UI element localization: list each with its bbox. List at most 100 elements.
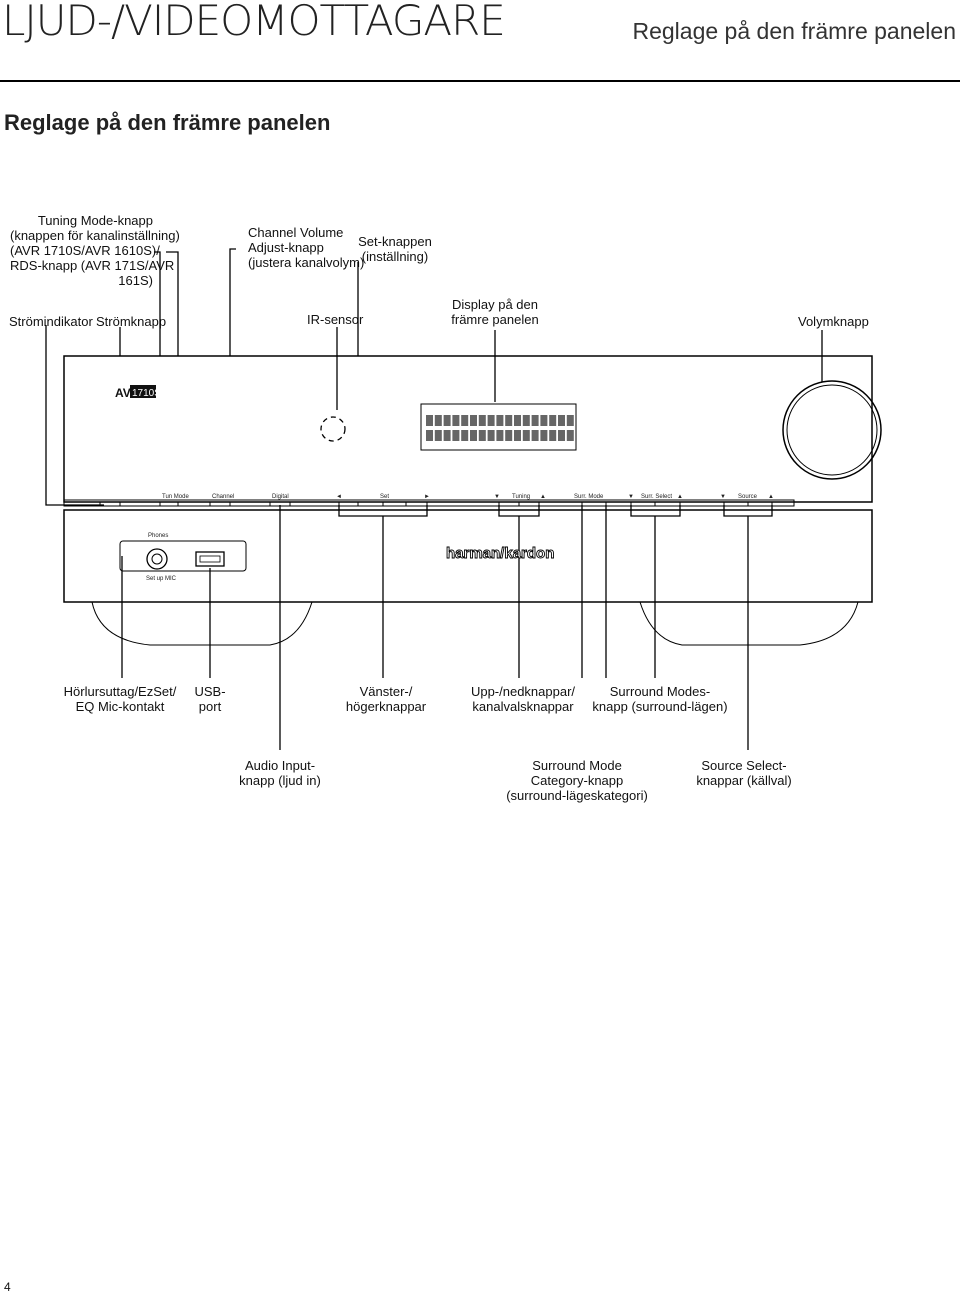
- btn-label: Tuning: [512, 494, 530, 500]
- label-usb: USB- port: [185, 684, 235, 714]
- btn-label: ▼: [720, 494, 726, 500]
- label-audio-input: Audio Input- knapp (ljud in): [225, 758, 335, 788]
- volume-knob-inner: [786, 384, 878, 476]
- leader-lines: [45, 248, 823, 750]
- label-line: Display på den: [452, 297, 538, 312]
- label-power-indicator: Strömindikator: [9, 314, 93, 329]
- label-source-select: Source Select- knappar (källval): [684, 758, 804, 788]
- label-line: (knappen för kanalinställning): [10, 228, 180, 243]
- label-line: Tuning Mode-knapp: [37, 213, 153, 228]
- label-line: Vänster-/: [359, 684, 413, 699]
- label-display: Display på den främre panelen: [445, 297, 545, 327]
- label-headphone: Hörlursuttag/EzSet/ EQ Mic-kontakt: [60, 684, 180, 714]
- btn-label: Digital: [272, 494, 289, 500]
- label-line: (justera kanalvolym): [248, 255, 365, 270]
- label-line: Source Select-: [701, 758, 787, 773]
- display-segment: [522, 430, 530, 441]
- label-ir-sensor: IR-sensor: [307, 312, 364, 327]
- display-segments: [426, 415, 574, 441]
- display-segment: [443, 415, 451, 426]
- display-segment: [434, 430, 442, 441]
- ir-sensor-icon: [320, 416, 346, 442]
- display-segment: [487, 415, 495, 426]
- label-line: Category-knapp: [530, 773, 624, 788]
- display-segment: [549, 430, 557, 441]
- display-segment: [549, 415, 557, 426]
- display-segment: [461, 415, 469, 426]
- label-surround-modes: Surround Modes- knapp (surround-lägen): [590, 684, 730, 714]
- label-line: (inställning): [361, 249, 429, 264]
- label-line: Set-knappen: [358, 234, 432, 249]
- label-line: USB-: [194, 684, 226, 699]
- button-strip: [63, 499, 795, 507]
- display-segment: [531, 415, 539, 426]
- leader-tuning-mode: [154, 251, 161, 356]
- display-segment: [566, 415, 574, 426]
- display-segment: [566, 430, 574, 441]
- display-segment: [470, 415, 477, 426]
- btn-label: Channel: [212, 494, 234, 500]
- label-left-right: Vänster-/ högerknappar: [338, 684, 434, 714]
- display-segment: [478, 430, 486, 441]
- btn-label: ▲: [677, 494, 683, 500]
- display-segment: [478, 415, 486, 426]
- btn-label: ◄: [336, 494, 342, 500]
- model-badge: [130, 385, 156, 398]
- header-rule: [0, 80, 960, 82]
- left-foot: [91, 601, 313, 646]
- right-foot: [639, 601, 859, 646]
- label-line: (surround-lägeskategori): [506, 788, 648, 803]
- display-segment: [496, 430, 504, 441]
- usb-port-icon: [195, 551, 225, 567]
- label-line: (AVR 1710S/AVR 1610S)/: [10, 243, 160, 258]
- display-segment: [470, 430, 477, 441]
- phones-frame: [119, 540, 247, 572]
- header-subtitle: Reglage på den främre panelen: [632, 18, 956, 44]
- label-line: Adjust-knapp: [248, 240, 324, 255]
- display-segment: [452, 430, 460, 441]
- label-line: 161S): [118, 273, 153, 288]
- display-segment: [531, 430, 539, 441]
- headphone-jack-icon: [146, 548, 168, 570]
- display-segment: [496, 415, 504, 426]
- label-line: Surround Mode: [532, 758, 622, 773]
- label-line: EQ Mic-kontakt: [75, 699, 165, 714]
- setup-mic-label: Set up MIC: [146, 576, 177, 582]
- headphone-jack-inner: [151, 553, 163, 565]
- display-segment: [461, 430, 469, 441]
- label-line: kanalvalsknappar: [472, 699, 574, 714]
- btn-label: Tun Mode: [162, 494, 189, 500]
- leader-tuning-mode-arrow: [166, 251, 179, 356]
- btn-label: Surr. Select: [641, 494, 672, 500]
- usb-port-inner: [199, 555, 221, 563]
- btn-label: ►: [424, 494, 430, 500]
- btn-label: ▼: [494, 494, 500, 500]
- front-display: [420, 403, 577, 451]
- page-number: 4: [4, 1280, 11, 1294]
- front-panel-lower: [63, 509, 873, 603]
- section-title: Reglage på den främre panelen: [4, 110, 331, 135]
- display-segment: [452, 415, 460, 426]
- btn-label: ▲: [768, 494, 774, 500]
- leader-power-indicator: [45, 325, 104, 506]
- display-segment: [514, 430, 521, 441]
- display-segment: [540, 430, 548, 441]
- display-segment: [522, 415, 530, 426]
- display-segment: [426, 430, 433, 441]
- label-line: Channel Volume: [248, 225, 344, 240]
- label-power-button: Strömknapp: [96, 314, 167, 329]
- panel-button-labels: Tun Mode Channel Digital ◄ Set ► ▼ Tunin…: [162, 494, 774, 500]
- label-set-button: Set-knappen (inställning): [355, 234, 435, 264]
- label-line: knapp (ljud in): [239, 773, 321, 788]
- btn-label: ▼: [628, 494, 634, 500]
- label-line: främre panelen: [451, 312, 539, 327]
- display-segment: [505, 415, 513, 426]
- label-line: högerknappar: [345, 699, 427, 714]
- label-line: Audio Input-: [244, 758, 316, 773]
- display-segment: [514, 415, 521, 426]
- label-line: Surround Modes-: [609, 684, 711, 699]
- header-title: LJUD-/VIDEOMOTTAGARE: [2, 0, 506, 45]
- btn-label: ▲: [540, 494, 546, 500]
- display-segment: [558, 430, 565, 441]
- label-line: knapp (surround-lägen): [592, 699, 728, 714]
